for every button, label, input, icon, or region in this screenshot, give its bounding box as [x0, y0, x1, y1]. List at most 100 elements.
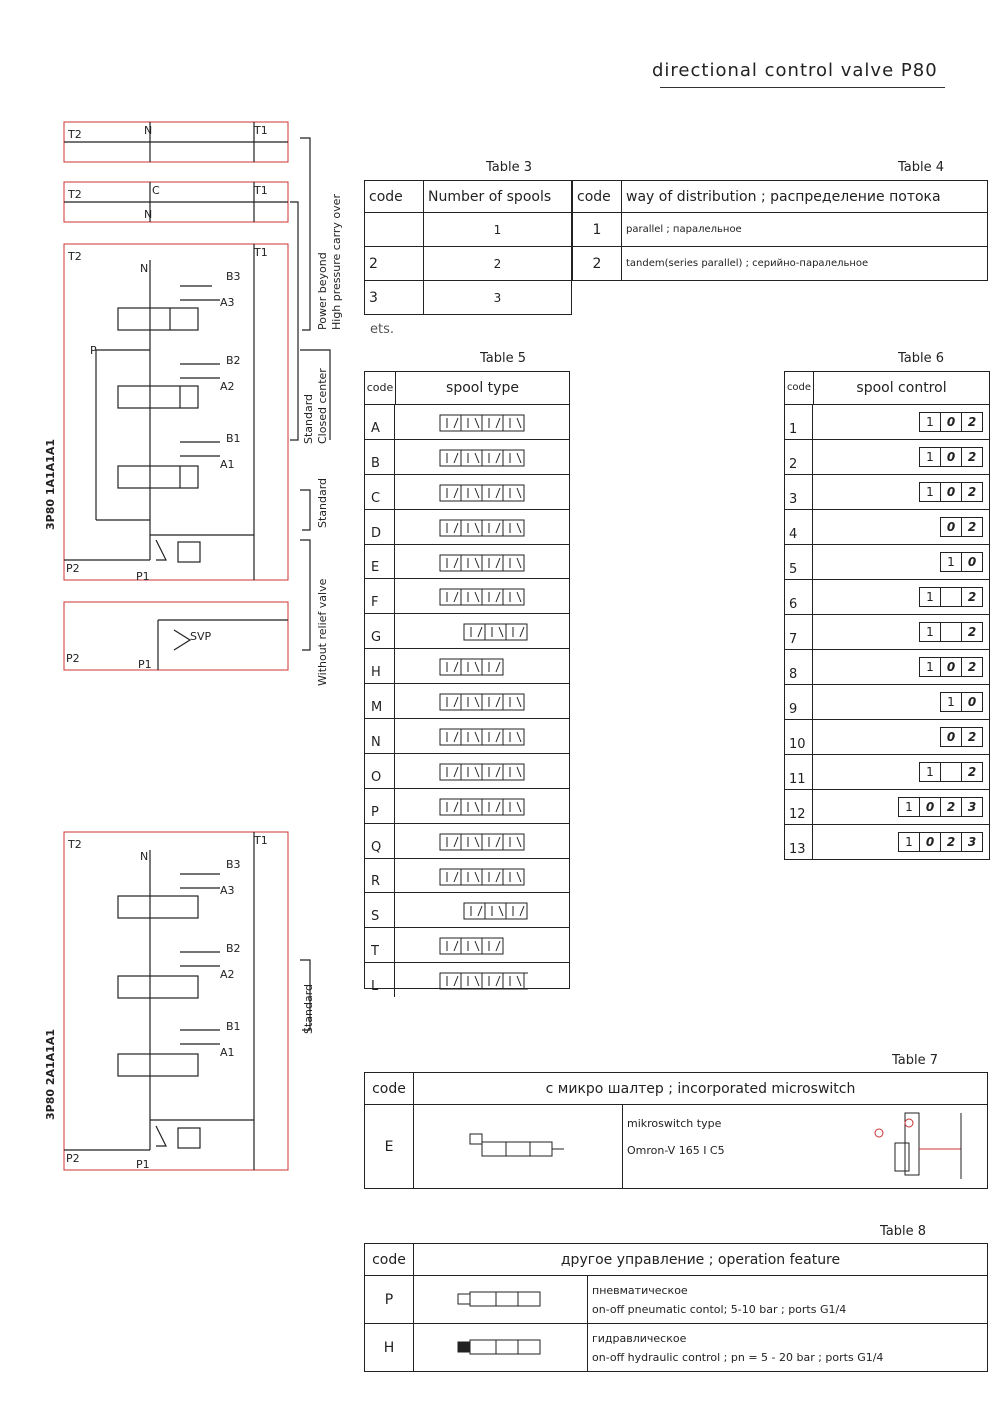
position-box: 1	[920, 448, 941, 466]
label-a1-b: A1	[220, 1046, 235, 1059]
t7-line1: mikroswitch type	[627, 1116, 722, 1130]
position-box: 0	[941, 728, 962, 746]
table5-row: O	[365, 753, 569, 789]
position-box: 1	[899, 798, 920, 816]
label-p1-2: P1	[138, 658, 152, 671]
control-code: 3	[785, 475, 813, 509]
spool-symbol	[439, 693, 525, 711]
position-box: 0	[941, 518, 962, 536]
spool-code: O	[365, 753, 395, 788]
title-underline	[660, 87, 945, 88]
spool-code: C	[365, 474, 395, 509]
position-box: 1	[920, 413, 941, 431]
microswitch-symbol	[469, 1133, 564, 1157]
page-title: directional control valve P80	[652, 60, 938, 81]
label-t1-3: T1	[253, 246, 268, 259]
label-b3: B3	[226, 270, 241, 283]
table8-caption: Table 8	[880, 1224, 927, 1239]
position-box	[941, 588, 962, 606]
label-t1-1: T1	[253, 124, 268, 137]
table5-row: H	[365, 649, 569, 685]
label-a3: A3	[220, 296, 235, 309]
spool-symbol	[439, 763, 525, 781]
table5-caption: Table 5	[480, 351, 527, 366]
spool-symbol	[439, 833, 525, 851]
side-label-pb: Power beyond	[316, 252, 329, 330]
label-a2-b: A2	[220, 968, 235, 981]
table5-row: G	[365, 614, 569, 650]
table5-row: C	[365, 474, 569, 510]
spool-code: A	[365, 405, 395, 439]
label-p1-1: P1	[136, 570, 150, 583]
position-box: 2	[941, 833, 962, 851]
position-box: 2	[967, 415, 977, 429]
side-label-without: Without relief valve	[316, 578, 329, 686]
table4-caption: Table 4	[898, 160, 945, 175]
t7-line2: Omron-V 165 I C5	[627, 1143, 725, 1157]
control-code: 10	[785, 720, 813, 754]
spool-symbol	[439, 937, 504, 955]
side-label-std-b: Standard	[316, 478, 329, 528]
position-box: 0	[941, 658, 962, 676]
table5-row: M	[365, 684, 569, 720]
control-code: 4	[785, 510, 813, 544]
position-box: 2	[967, 450, 977, 464]
label-b1-b: B1	[226, 1020, 241, 1033]
position-box: 0	[920, 798, 941, 816]
label-p: P	[90, 344, 97, 357]
position-box: 0	[941, 483, 962, 501]
control-code: 12	[785, 790, 813, 824]
label-t1-4: T1	[253, 834, 268, 847]
label-n-1: N	[144, 124, 152, 137]
t3-h-code: code	[364, 180, 424, 213]
control-code: 8	[785, 650, 813, 684]
spool-code: H	[365, 649, 395, 684]
table5-row: D	[365, 509, 569, 545]
label-b2: B2	[226, 354, 241, 367]
microswitch-drawing	[874, 1112, 962, 1179]
spool-symbol	[439, 484, 525, 502]
label-t2-1: T2	[67, 128, 82, 141]
position-box: 2	[967, 730, 977, 744]
label-t2-2: T2	[67, 188, 82, 201]
table5-row: N	[365, 719, 569, 754]
table3-caption: Table 3	[486, 160, 533, 175]
spool-symbol	[439, 728, 525, 746]
side-label-std-c: Standard	[302, 984, 315, 1034]
spool-code: R	[365, 858, 395, 893]
control-code: 13	[785, 825, 813, 859]
position-box: 2	[967, 625, 977, 639]
position-box: 0	[941, 413, 962, 431]
label-p1-3: P1	[136, 1158, 150, 1171]
table5-row: S	[365, 893, 569, 929]
table6-caption: Table 6	[898, 351, 945, 366]
hydraulic-schematic: T2 T1 N T2 T1 C N T2 T1 N B3 A3 P B2 A2 …	[44, 121, 343, 1171]
spool-symbol	[463, 902, 528, 920]
t3-h-num: Number of spools	[423, 180, 572, 213]
label-svp: SVP	[190, 630, 212, 643]
label-n-2: N	[144, 208, 152, 221]
position-box: 2	[967, 660, 977, 674]
spool-code: T	[365, 928, 395, 963]
spool-symbol	[439, 972, 528, 990]
position-box: 3	[967, 800, 977, 814]
pneumatic-symbol	[457, 1291, 540, 1307]
position-box: 1	[941, 553, 962, 571]
position-box: 0	[967, 695, 977, 709]
position-box: 1	[920, 483, 941, 501]
spool-code: E	[365, 544, 395, 579]
